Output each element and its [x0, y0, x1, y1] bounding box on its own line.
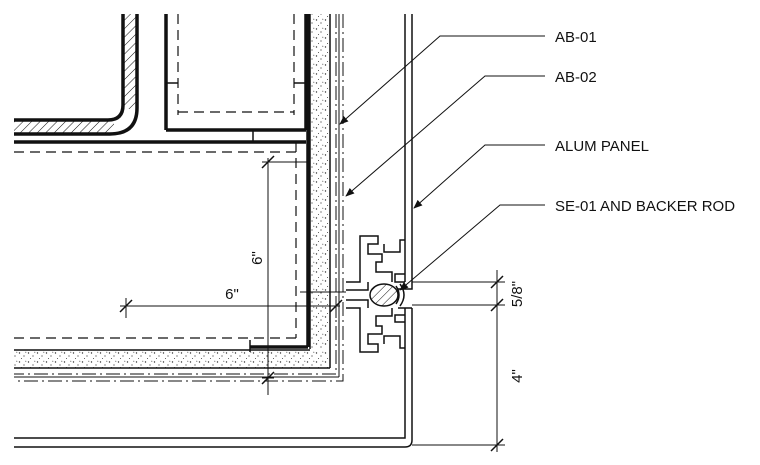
inner-frame [164, 14, 308, 132]
dim-vertical-6-label: 6" [249, 251, 266, 265]
upper-left-wall [14, 14, 139, 136]
callout-ab-01: AB-01 [339, 29, 597, 125]
insulation-vertical [309, 14, 331, 352]
alum-panel-upper [394, 14, 413, 290]
dim-horizontal-6-label: 6" [225, 286, 239, 303]
dimension-vertical-6: 6" [249, 155, 310, 395]
callout-alum-panel-label: ALUM PANEL [555, 138, 649, 155]
callout-ab-02-label: AB-02 [555, 69, 597, 86]
dim-reveal-label: 4" [509, 369, 526, 383]
callout-ab-02: AB-02 [345, 69, 597, 197]
backer-rod [369, 283, 405, 307]
dim-joint-label: 5/8" [509, 281, 526, 307]
panel-clip-upper [346, 235, 405, 291]
dimension-joint: 5/8" 4" [412, 270, 526, 452]
air-barrier-lines [14, 14, 344, 382]
alum-panel-lower [14, 307, 413, 448]
callout-alum-panel: ALUM PANEL [413, 138, 649, 209]
callout-ab-01-label: AB-01 [555, 29, 597, 46]
main-wall [14, 14, 310, 352]
callout-se-01: SE-01 AND BACKER ROD [399, 198, 735, 291]
panel-clip-lower [346, 299, 405, 353]
insulation-horizontal [14, 349, 331, 369]
callout-se-01-label: SE-01 AND BACKER ROD [555, 198, 735, 215]
dimension-horizontal-6: 6" [119, 286, 346, 318]
